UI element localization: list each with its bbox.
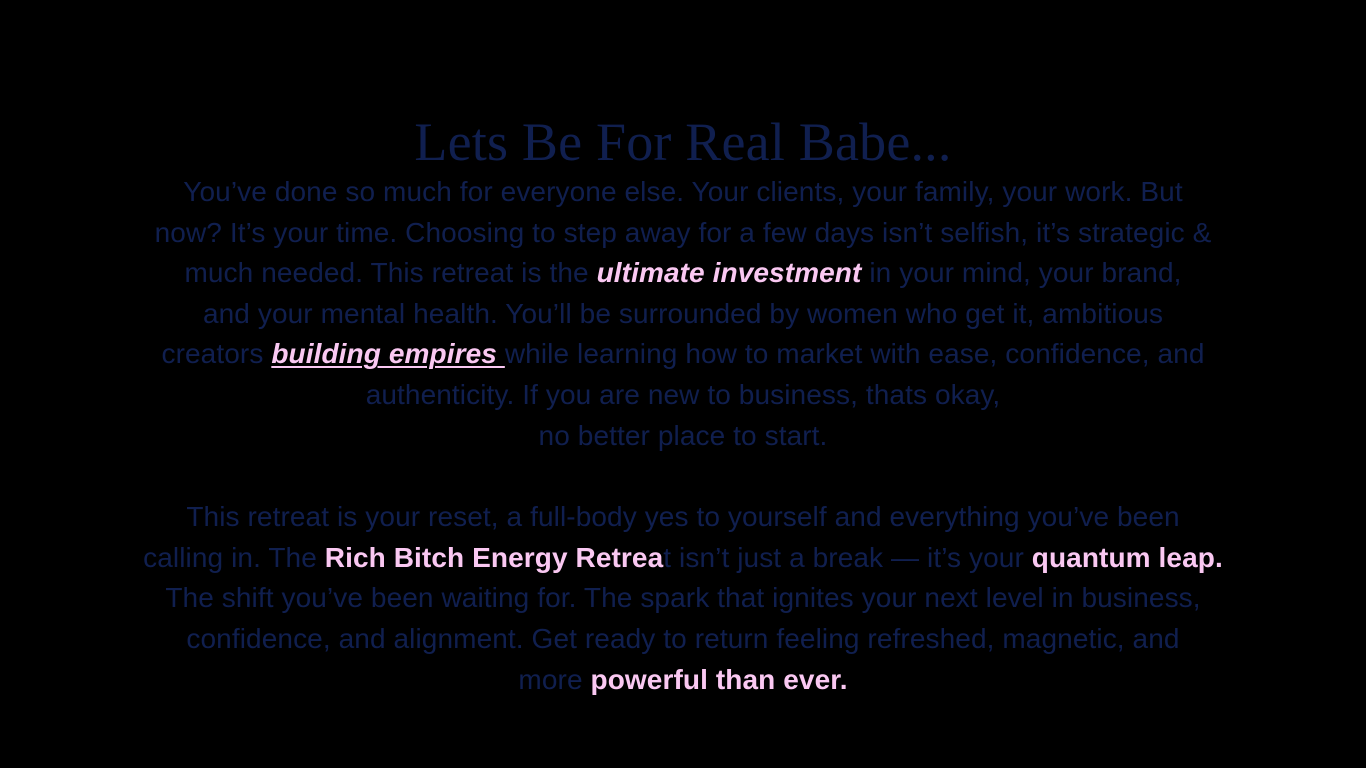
text-run: t isn’t just a break — it’s your xyxy=(663,541,1032,573)
paragraph-1: You’ve done so much for everyone else. Y… xyxy=(33,172,1333,456)
text-line: authenticity. If you are new to business… xyxy=(33,375,1333,416)
body-copy: You’ve done so much for everyone else. Y… xyxy=(33,172,1333,700)
text-run: This retreat is your reset, a full-body … xyxy=(186,501,1180,533)
text-line: no better place to start. xyxy=(33,416,1333,457)
text-line: confidence, and alignment. Get ready to … xyxy=(33,619,1333,660)
text-run: more xyxy=(518,663,591,695)
text-run: in your mind, your brand, xyxy=(861,257,1182,289)
text-run: while learning how to market with ease, … xyxy=(504,338,1205,370)
text-run: calling in. The xyxy=(143,541,325,573)
text-line: much needed. This retreat is the ultimat… xyxy=(33,253,1333,294)
text-line: and your mental health. You’ll be surrou… xyxy=(33,294,1333,335)
text-run: The shift you’ve been waiting for. The s… xyxy=(165,582,1201,614)
page-title: Lets Be For Real Babe... xyxy=(414,112,952,173)
text-run: confidence, and alignment. Get ready to … xyxy=(186,622,1180,654)
text-line: more powerful than ever. xyxy=(33,660,1333,701)
paragraph-2: This retreat is your reset, a full-body … xyxy=(33,497,1333,700)
text-line: now? It’s your time. Choosing to step aw… xyxy=(33,213,1333,254)
highlight-run: Rich Bitch Energy Retrea xyxy=(324,541,664,573)
text-line: You’ve done so much for everyone else. Y… xyxy=(33,172,1333,213)
highlight-run: powerful than ever. xyxy=(590,663,848,695)
text-run: now? It’s your time. Choosing to step aw… xyxy=(154,216,1212,248)
text-run: much needed. This retreat is the xyxy=(184,257,597,289)
highlight-run: quantum leap. xyxy=(1031,541,1223,573)
text-run: authenticity. If you are new to business… xyxy=(365,378,1001,410)
text-run: no better place to start. xyxy=(538,419,828,451)
text-run: creators xyxy=(161,338,272,370)
text-line: This retreat is your reset, a full-body … xyxy=(33,497,1333,538)
text-run: and your mental health. You’ll be surrou… xyxy=(202,297,1164,329)
text-line: creators building empires while learning… xyxy=(33,334,1333,375)
text-line: The shift you’ve been waiting for. The s… xyxy=(33,578,1333,619)
highlight-underline-run: building empires xyxy=(271,338,505,370)
highlight-italic-run: ultimate investment xyxy=(596,257,862,289)
text-line: calling in. The Rich Bitch Energy Retrea… xyxy=(33,538,1333,579)
text-run: You’ve done so much for everyone else. Y… xyxy=(183,176,1183,207)
